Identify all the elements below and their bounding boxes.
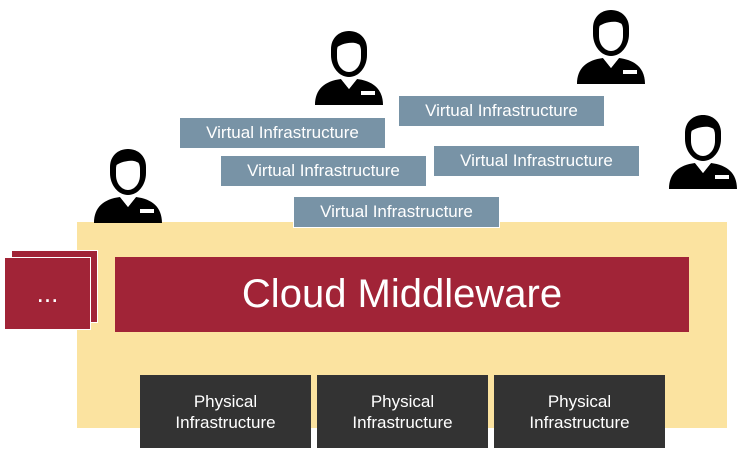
- user-icon: [92, 145, 164, 223]
- virtual-label: Virtual Infrastructure: [460, 151, 613, 170]
- user-icon: [667, 111, 739, 189]
- more-middleware-box: ...: [4, 257, 91, 330]
- virtual-infrastructure-box-5: Virtual Infrastructure: [433, 145, 640, 177]
- user-icon: [575, 6, 647, 84]
- physical-label-line2: Infrastructure: [175, 412, 276, 432]
- physical-label-line1: Physical: [193, 391, 258, 411]
- virtual-label: Virtual Infrastructure: [425, 101, 578, 120]
- virtual-label: Virtual Infrastructure: [320, 202, 473, 221]
- physical-label-line2: Infrastructure: [529, 412, 630, 432]
- virtual-infrastructure-box-1: Virtual Infrastructure: [179, 117, 386, 149]
- middleware-label: Cloud Middleware: [241, 272, 563, 316]
- cloud-middleware-box: Cloud Middleware: [115, 257, 689, 332]
- physical-label-line1: Physical: [370, 391, 435, 411]
- physical-infrastructure-box-3: Physical Infrastructure: [494, 375, 665, 448]
- virtual-label: Virtual Infrastructure: [247, 161, 400, 180]
- physical-label-line2: Infrastructure: [352, 412, 453, 432]
- virtual-label: Virtual Infrastructure: [206, 123, 359, 142]
- virtual-infrastructure-box-2: Virtual Infrastructure: [220, 155, 427, 187]
- physical-infrastructure-box-2: Physical Infrastructure: [317, 375, 488, 448]
- physical-label-line1: Physical: [547, 391, 612, 411]
- more-label: ...: [36, 278, 59, 308]
- virtual-infrastructure-box-4: Virtual Infrastructure: [398, 95, 605, 127]
- physical-infrastructure-box-1: Physical Infrastructure: [140, 375, 311, 448]
- user-icon: [313, 27, 385, 105]
- virtual-infrastructure-box-3: Virtual Infrastructure: [293, 196, 500, 228]
